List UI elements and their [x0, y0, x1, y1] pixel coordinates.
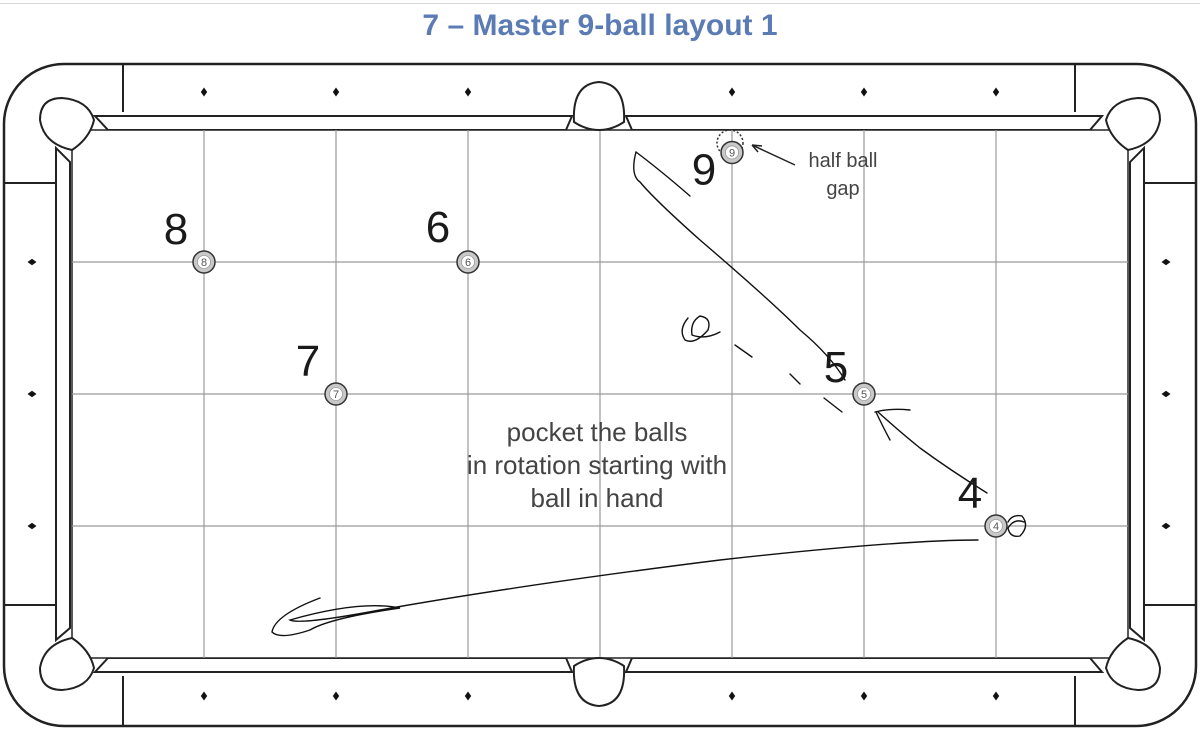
diamond-marker	[728, 691, 736, 701]
ball-label-4: 4	[958, 469, 982, 518]
cushion-bottom-left	[92, 657, 574, 673]
diamond-marker	[992, 691, 1000, 701]
ball-number-spot	[197, 255, 211, 269]
pockets	[38, 80, 1162, 708]
ball-number-spot	[989, 519, 1003, 533]
ball-number-text: 9	[729, 147, 735, 159]
ball-label-5: 5	[824, 343, 848, 392]
diamond-marker	[27, 390, 37, 398]
cushion-bottom-right	[624, 657, 1105, 673]
page-title: 7 – Master 9-ball layout 1	[422, 9, 778, 42]
top-divider	[0, 3, 1200, 4]
ball-number-text: 7	[333, 389, 339, 401]
diamond-marker	[332, 87, 340, 97]
ball-number-spot	[725, 145, 739, 160]
diamond-marker	[860, 691, 868, 701]
ball-number-spot	[857, 387, 871, 401]
instruction-line-2: in rotation starting with	[467, 450, 727, 480]
ball-6: 6	[456, 250, 480, 274]
diamond-marker	[464, 691, 472, 701]
pocket-bottom-middle	[572, 656, 626, 708]
ball-5: 5	[852, 382, 876, 406]
grid-lines	[72, 130, 1128, 658]
instruction-line-1: pocket the balls	[507, 417, 688, 447]
pocket-bottom-right	[1104, 636, 1162, 692]
diamond-marker	[1161, 390, 1171, 398]
cue-path-dash-2	[789, 373, 801, 385]
diamond-marker	[27, 258, 37, 266]
pocket-bottom-left	[38, 636, 96, 692]
annotation-line-1: half ball	[809, 150, 878, 172]
diamond-marker	[1161, 522, 1171, 530]
cue-ball-position-scribble	[681, 315, 721, 342]
ball-9: 9	[720, 140, 744, 165]
rail-edge-lines	[4, 64, 1196, 726]
cushion-top-left	[92, 115, 574, 131]
shot-line-4	[271, 539, 979, 637]
pocket-top-middle	[572, 80, 626, 132]
ball-number-text: 5	[861, 389, 867, 401]
cue-ball-scribble-4	[1007, 514, 1027, 538]
shot-lines	[271, 151, 1027, 637]
pocket-top-left	[38, 96, 96, 152]
diamond-marker	[200, 87, 208, 97]
ball-label-7: 7	[296, 337, 320, 386]
diamond-marker	[27, 522, 37, 530]
diamond-marker	[200, 691, 208, 701]
annotation-line-2: gap	[826, 178, 859, 200]
diamond-marker	[464, 87, 472, 97]
ball-7: 7	[324, 382, 348, 406]
diamond-marker	[992, 87, 1000, 97]
ball-number-spot	[461, 255, 475, 269]
cue-path-dash-1	[734, 344, 753, 358]
diamond-marker	[1161, 258, 1171, 266]
annotation-arrow	[751, 144, 796, 166]
ball-number-text: 4	[993, 521, 999, 533]
pocket-top-right	[1104, 96, 1162, 152]
ball-label-6: 6	[426, 203, 450, 252]
shot-line-5	[877, 411, 988, 494]
arrow-head-5	[874, 408, 911, 441]
shot-line-9-hook	[635, 151, 691, 197]
ball-8: 8	[192, 250, 216, 274]
ball-number-spot	[329, 387, 343, 401]
shot-line-9	[633, 151, 846, 381]
diamond-marker	[332, 691, 340, 701]
instruction-line-3: ball in hand	[531, 483, 664, 513]
ball-4: 4	[984, 514, 1008, 538]
cushion-right	[1129, 145, 1145, 643]
balls-layer: 8 8 6 6 7 7 9 9 5 5 44	[164, 140, 1008, 538]
diamond-marker	[728, 87, 736, 97]
cushion-left	[55, 145, 71, 643]
cushion-top-right	[624, 115, 1105, 131]
ball-label-8: 8	[164, 205, 188, 254]
rail-diamonds	[27, 87, 1171, 701]
ball-number-text: 6	[465, 257, 471, 269]
ball-number-text: 8	[201, 257, 207, 269]
cue-path-dash-3	[823, 397, 843, 413]
diamond-marker	[860, 87, 868, 97]
ball-label-9: 9	[692, 145, 716, 194]
